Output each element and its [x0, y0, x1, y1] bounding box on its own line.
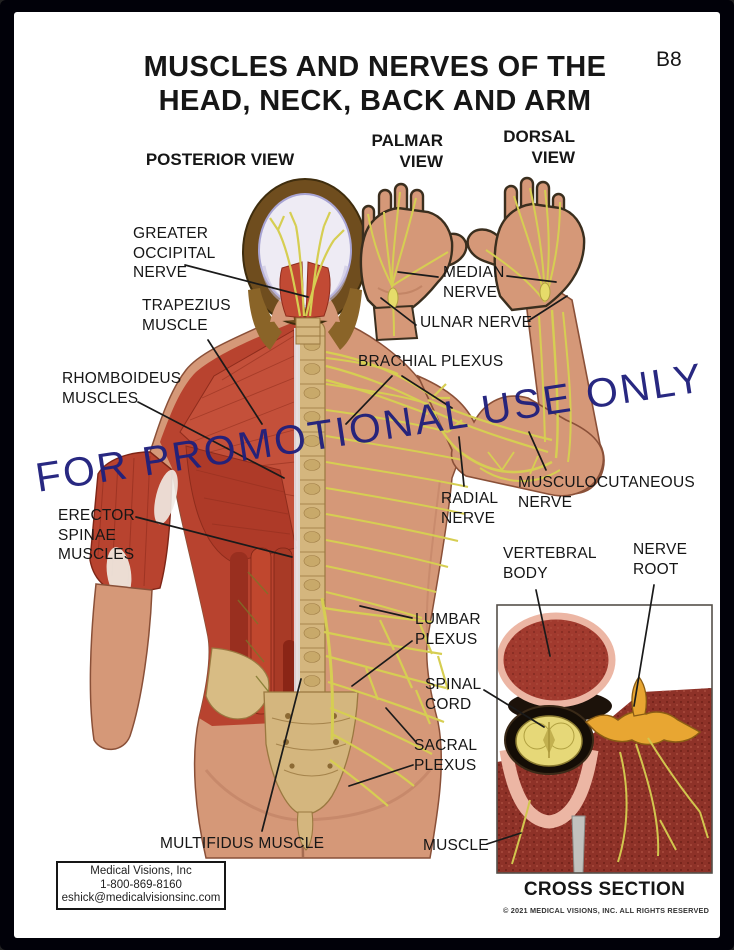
cross-section-inset: [496, 604, 713, 874]
raised-arm: [416, 286, 605, 497]
inset-nerve-root: [584, 711, 702, 746]
head: [242, 178, 368, 350]
palmar-hand: [359, 182, 468, 342]
plate-code: B8: [656, 48, 682, 71]
copyright-line: © 2021 MEDICAL VISIONS, INC. ALL RIGHTS …: [502, 906, 710, 915]
label-multifidus-muscle: MULTIFIDUS MUSCLE: [160, 835, 325, 852]
dorsal-hand: [466, 176, 586, 312]
contact-box: Medical Visions, Inc 1-800-869-8160 eshi…: [56, 861, 226, 910]
view-header-palmar: PALMAR VIEW: [371, 131, 443, 171]
label-erector-spinae-muscles: ERECTOR SPINAE MUSCLES: [58, 507, 135, 563]
label-lumbar-plexus: LUMBAR PLEXUS: [415, 611, 481, 648]
label-ulnar-nerve: ULNAR NERVE: [420, 314, 533, 331]
label-vertebral-body: VERTEBRAL BODY: [503, 545, 597, 582]
label-greater-occipital-nerve: GREATER OCCIPITAL NERVE: [133, 225, 216, 281]
posterior-figure: [89, 178, 605, 859]
leader-lines: [135, 264, 655, 845]
contact-company: Medical Visions, Inc: [90, 865, 192, 877]
label-nerve-root: NERVE ROOT: [633, 541, 688, 578]
label-sacral-plexus: SACRAL PLEXUS: [414, 737, 478, 774]
intercostal-nerves: [325, 357, 469, 619]
label-radial-nerve: RADIAL NERVE: [441, 490, 499, 527]
view-header-posterior: POSTERIOR VIEW: [145, 150, 295, 169]
label-spinal-cord: SPINAL CORD: [425, 676, 482, 713]
contact-phone: 1-800-869-8160: [100, 878, 182, 891]
sacrum: [263, 691, 359, 851]
label-brachial-plexus: BRACHIAL PLEXUS: [358, 353, 504, 370]
label-musculocutaneous-nerve: MUSCULOCUTANEOUS NERVE: [518, 474, 695, 511]
lumbosacral-plexus-nerves: [320, 597, 450, 807]
hanging-arm: [89, 451, 173, 750]
label-rhomboideus-muscles: RHOMBOIDEUS MUSCLES: [62, 370, 182, 407]
label-trapezius-muscle: TRAPEZIUS MUSCLE: [142, 297, 231, 334]
contact-email: eshick@medicalvisionsinc.com: [61, 892, 221, 904]
view-header-dorsal: DORSAL VIEW: [503, 127, 575, 167]
inset-caption: CROSS SECTION: [523, 879, 686, 900]
page-title: MUSCLES AND NERVES OF THE HEAD, NECK, BA…: [143, 51, 607, 117]
label-median-nerve: MEDIAN NERVE: [443, 264, 505, 301]
label-muscle: MUSCLE: [423, 837, 489, 854]
